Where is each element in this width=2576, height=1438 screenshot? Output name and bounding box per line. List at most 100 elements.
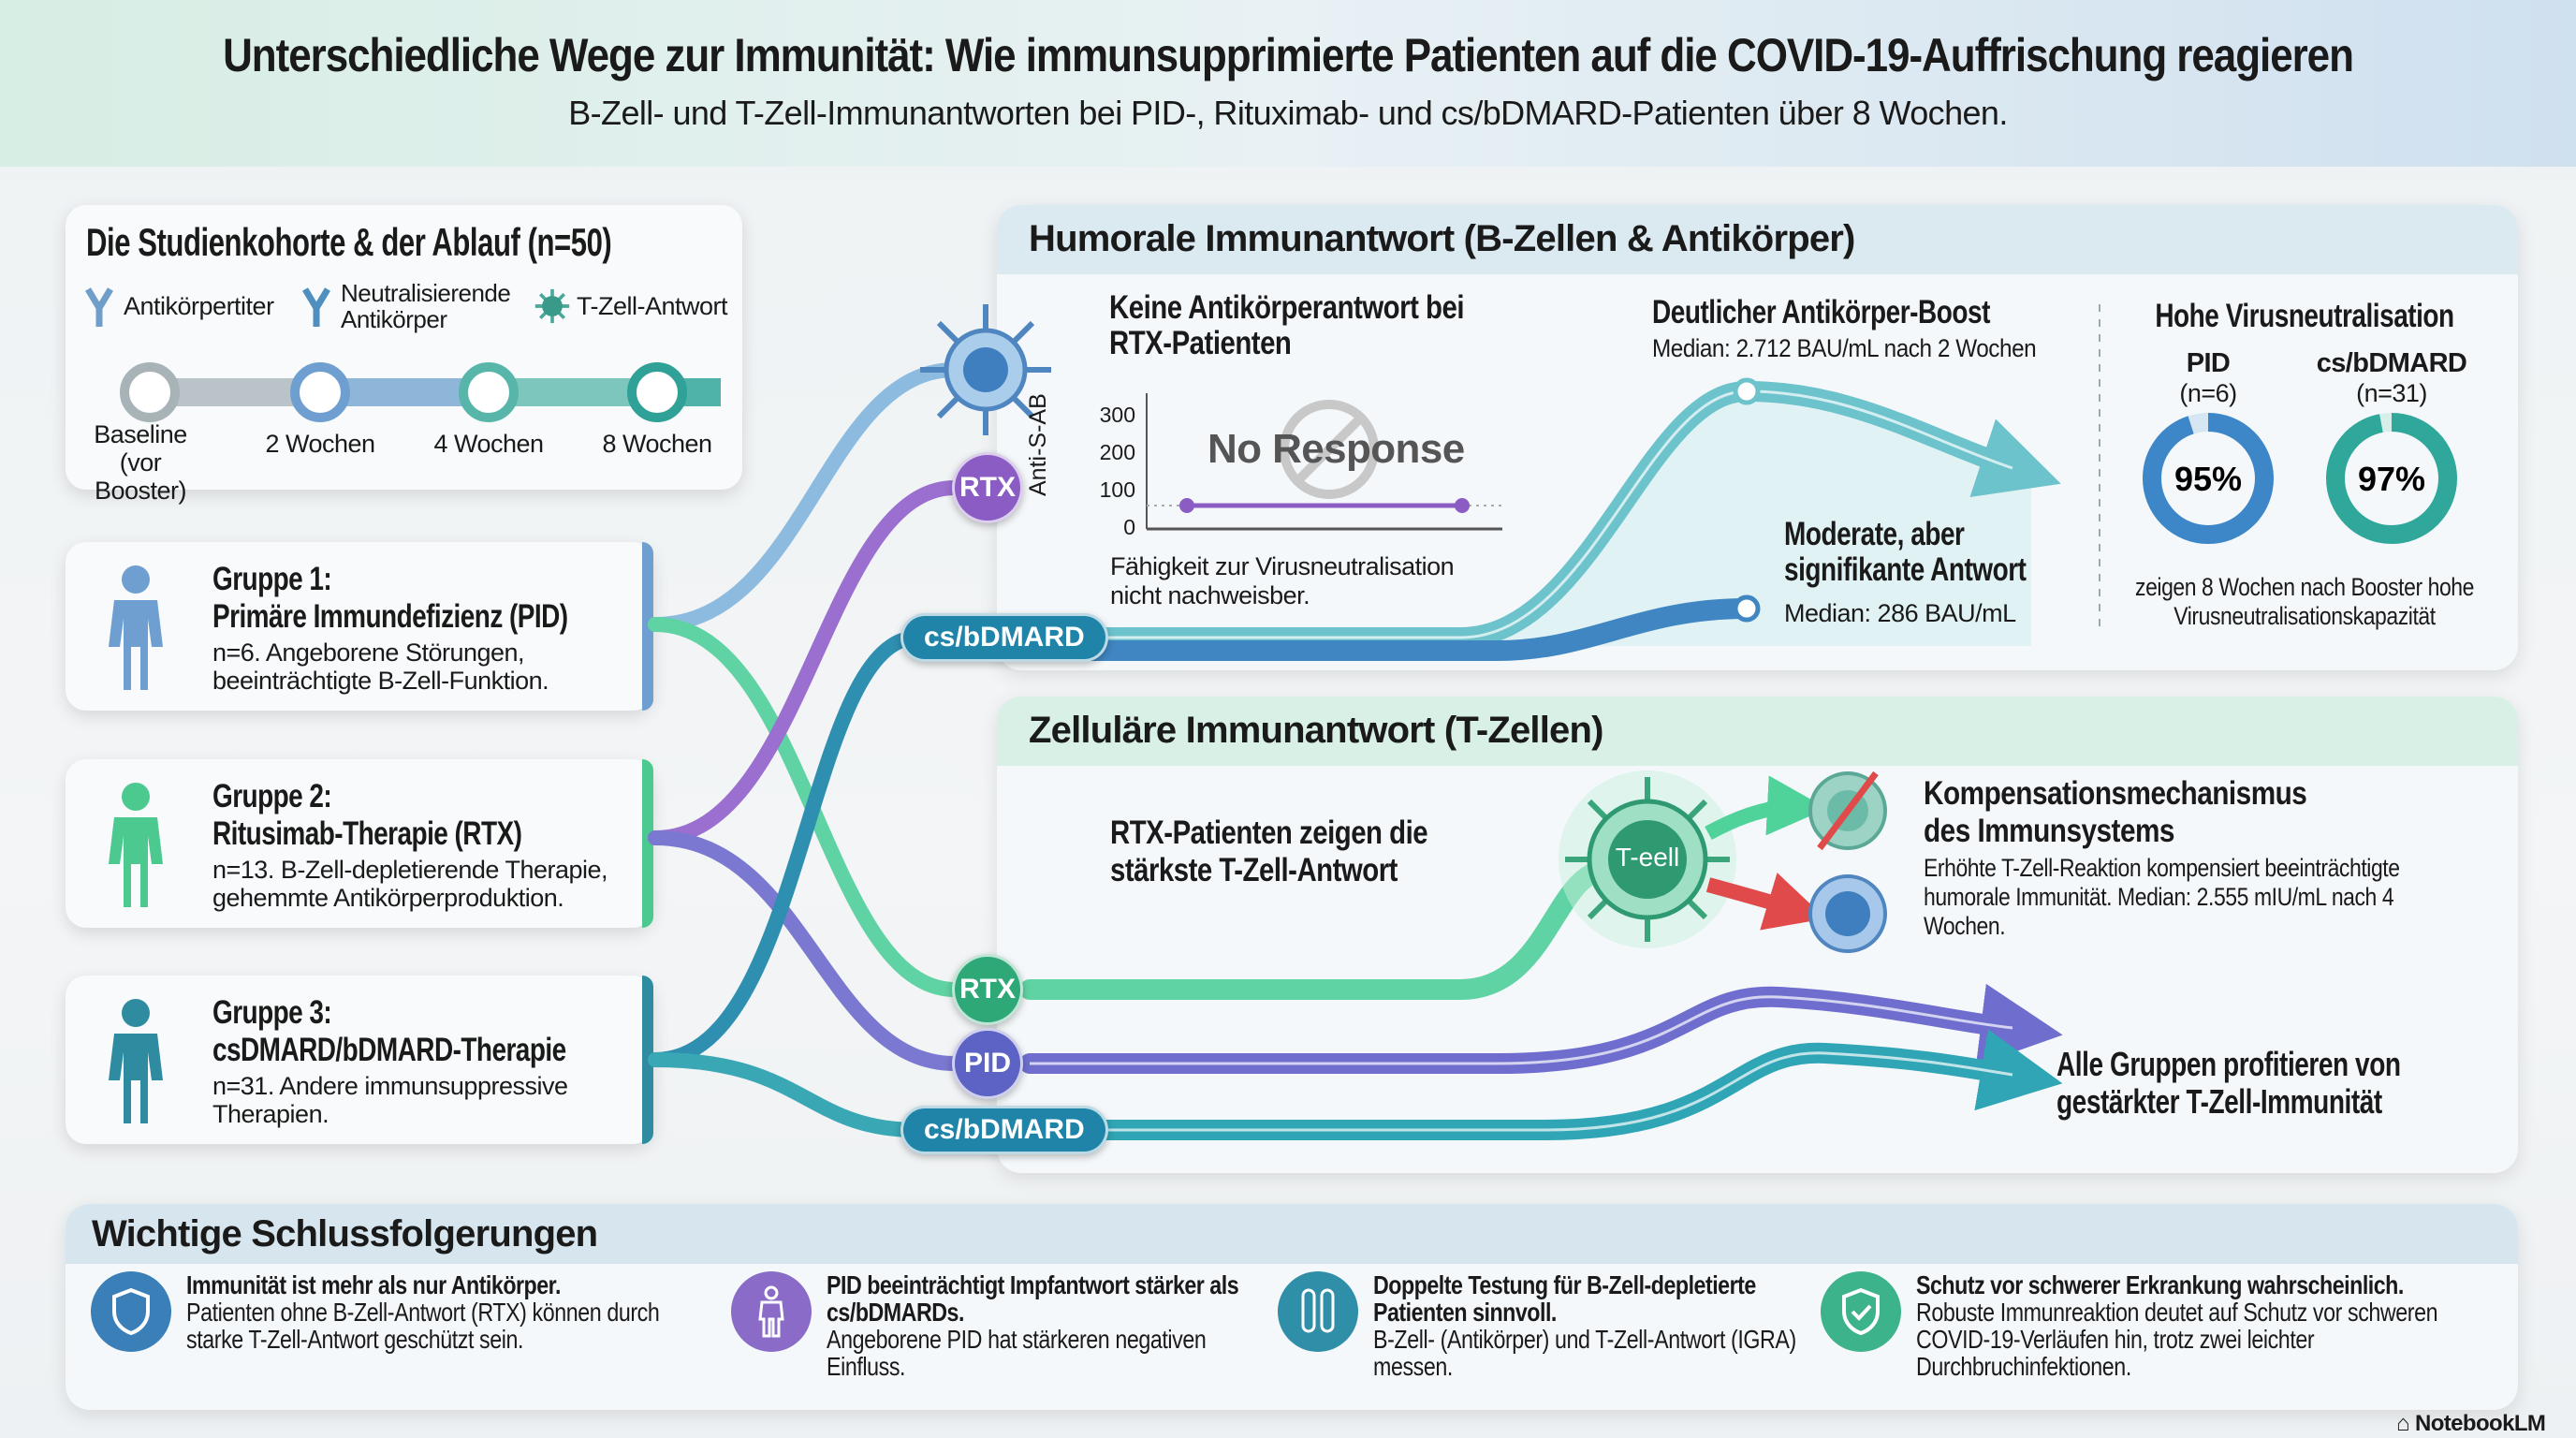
arrow-green <box>1705 775 1827 841</box>
timeline-label: 8 Wochen <box>602 430 712 458</box>
svg-text:95%: 95% <box>2174 460 2242 498</box>
flow-rtx-to-humoral <box>648 480 962 845</box>
neutralisation-caption: zeigen 8 Wochen nach Booster hohe Virusn… <box>2135 573 2474 630</box>
group-title: Gruppe 2:Ritusimab-Therapie (RTX) <box>212 778 522 852</box>
y-tick: 200 <box>1099 440 1135 464</box>
y-tick: 300 <box>1099 403 1135 427</box>
donut-dmard: cs/bDMARD (n=31) 97% <box>2307 348 2476 553</box>
blocked-b-cell-icon <box>1808 770 1887 851</box>
donut-label: PID <box>2186 348 2231 378</box>
shield-check-icon <box>1821 1271 1901 1352</box>
timeline-node <box>290 362 350 422</box>
flow-dmard-to-cellular <box>648 1052 925 1137</box>
y-tick: 100 <box>1099 477 1135 502</box>
conclusion-text: Patienten ohne B-Zell-Antwort (RTX) könn… <box>186 1298 660 1354</box>
page-subtitle: B-Zell- und T-Zell-Immunantworten bei PI… <box>568 94 2008 132</box>
donut-chart: 97% <box>2326 413 2457 544</box>
group-description: n=6. Angeborene Störungen, beeinträchtig… <box>212 638 549 695</box>
badge-dmard-humoral: cs/bDMARD <box>900 613 1108 662</box>
person-icon <box>731 1271 812 1352</box>
conclusion-text: Robuste Immunreaktion deutet auf Schutz … <box>1916 1298 2438 1381</box>
t-cell-large-icon <box>1559 770 1736 948</box>
conclusions-title: Wichtige Schlussfolgerungen <box>66 1204 2518 1264</box>
donut-pid: PID (n=6) 95% <box>2124 348 2292 553</box>
badge-dmard-cellular: cs/bDMARD <box>900 1106 1108 1154</box>
neutralizing-antibody-icon <box>301 287 331 327</box>
timeline-label: Baseline (vor Booster) <box>94 420 187 505</box>
humoral-moderate-curve <box>1066 598 1757 661</box>
timeline-label: 2 Wochen <box>265 430 375 458</box>
legend-label: Neutralisierende Antikörper <box>341 279 511 333</box>
test-tubes-icon <box>1278 1271 1358 1352</box>
page-title: Unterschiedliche Wege zur Immunität: Wie… <box>223 29 2354 81</box>
boost-heading: Deutlicher Antikörper-Boost <box>1652 294 1990 330</box>
legend-neutralizing: Neutralisierende Antikörper <box>300 280 528 332</box>
boost-median: Median: 2.712 BAU/mL nach 2 Wochen <box>1652 334 2037 362</box>
group-card-rtx: Gruppe 2:Ritusimab-Therapie (RTX) n=13. … <box>66 759 653 928</box>
boost-peak-marker <box>1733 377 1761 405</box>
cellular-panel: Zelluläre Immunantwort (T-Zellen) <box>997 697 2518 1173</box>
conclusion-heading: Immunität ist mehr als nur Antikörper. <box>186 1270 561 1299</box>
group-card-pid: Gruppe 1:Primäre Immundefizienz (PID) n=… <box>66 542 653 711</box>
antibody-icon <box>84 287 114 327</box>
badge-rtx-cellular: RTX <box>952 954 1023 1025</box>
timeline-node <box>459 362 519 422</box>
svg-text:97%: 97% <box>2358 460 2425 498</box>
legend-tcell: T-Zell-Antwort <box>534 286 728 327</box>
y-axis-label: Anti-S-AB <box>1025 393 1051 496</box>
legend-label: T-Zell-Antwort <box>577 291 728 320</box>
boost-area <box>1460 391 2031 646</box>
group-color-bar <box>642 542 653 711</box>
group-color-bar <box>642 759 653 928</box>
timeline-track <box>120 362 721 422</box>
b-cell-small-icon <box>1808 874 1887 953</box>
person-icon <box>109 999 163 1123</box>
cohort-card: Die Studienkohorte & der Ablauf (n=50) A… <box>66 205 742 505</box>
no-response-heading: Keine Antikörperantwort bei RTX-Patiente… <box>1109 289 1465 361</box>
group-description: n=31. Andere immunsuppressive Therapien. <box>212 1072 568 1128</box>
conclusion-heading: Schutz vor schwerer Erkrankung wahrschei… <box>1916 1270 2404 1299</box>
conclusion-text: Angeborene PID hat stärkeren negativen E… <box>827 1325 1207 1381</box>
timeline-label: 4 Wochen <box>433 430 544 458</box>
cellular-panel-title: Zelluläre Immunantwort (T-Zellen) <box>997 697 2518 766</box>
header-band <box>0 0 2576 167</box>
b-cell-icon <box>920 304 1051 435</box>
cohort-title: Die Studienkohorte & der Ablauf (n=50) <box>86 220 612 264</box>
donut-chart: 95% <box>2143 413 2274 544</box>
person-icon <box>109 565 163 690</box>
no-response-chart <box>1146 393 1502 531</box>
person-icon <box>109 783 163 907</box>
t-cell-icon <box>534 288 570 324</box>
arrow-red <box>1705 873 1826 931</box>
legend-label: Antikörpertiter <box>124 291 274 320</box>
moderate-marker <box>1733 594 1761 623</box>
donut-arc <box>2326 413 2457 544</box>
conclusion-heading: Doppelte Testung für B-Zell-depletierte … <box>1373 1270 1756 1327</box>
group-description: n=13. B-Zell-depletierende Therapie, geh… <box>212 856 608 912</box>
conclusions-panel: Wichtige Schlussfolgerungen <box>66 1204 2518 1410</box>
notebooklm-branding: ⌂ NotebookLM <box>2396 1411 2546 1436</box>
flow-pid-to-bcell <box>648 362 962 632</box>
humoral-panel-title: Humorale Immunantwort (B-Zellen & Antikö… <box>997 205 2518 274</box>
all-groups-text: Alle Gruppen profitieren von gestärkter … <box>2056 1045 2401 1121</box>
neutralisation-donuts: PID (n=6) 95% cs/bDMARD (n=31) 97% <box>2111 348 2495 573</box>
group-title: Gruppe 3:csDMARD/bDMARD-Therapie <box>212 994 566 1068</box>
conclusion-heading: PID beeinträchtigt Impfantwort stärker a… <box>827 1270 1239 1327</box>
legend-antibody: Antikörpertiter <box>82 286 274 327</box>
donut-arc <box>2143 413 2274 544</box>
rtx-tcell-text: RTX-Patienten zeigen die stärkste T-Zell… <box>1110 814 1428 888</box>
flow-rtx-to-cellular <box>648 830 962 1071</box>
timeline-node <box>627 362 687 422</box>
rtx-point <box>1455 498 1470 513</box>
shield-icon <box>91 1271 171 1352</box>
no-response-caption: Fähigkeit zur Virusneutralisation nicht … <box>1110 552 1455 609</box>
t-cell-label: T-eell <box>1615 843 1680 872</box>
donut-label: cs/bDMARD <box>2316 348 2467 378</box>
conclusion-text: B-Zell- (Antikörper) und T-Zell-Antwort … <box>1373 1325 1796 1381</box>
compensation-text: Erhöhte T-Zell-Reaktion kompensiert beei… <box>1924 854 2400 940</box>
timeline-node <box>120 362 180 422</box>
rtx-point <box>1179 498 1194 513</box>
group-card-dmard: Gruppe 3:csDMARD/bDMARD-Therapie n=31. A… <box>66 976 653 1144</box>
